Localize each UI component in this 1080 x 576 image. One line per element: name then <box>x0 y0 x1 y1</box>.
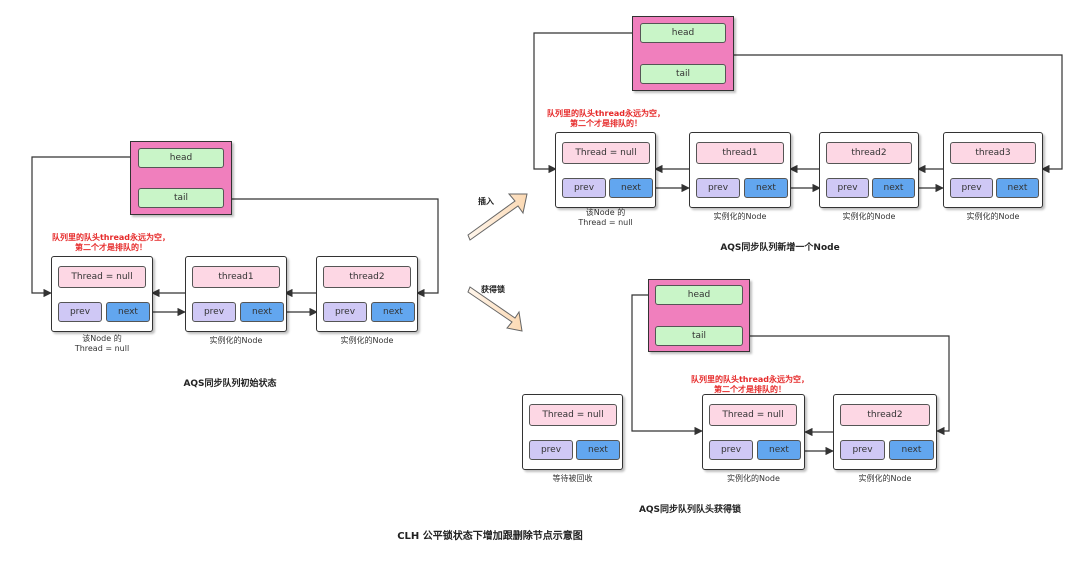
d3-node-2-label: 实例化的Node <box>858 474 912 483</box>
d2-tail-cell: tail <box>640 64 726 84</box>
d2-node-2: thread2 prev next <box>819 132 919 208</box>
d3-node-gc: Thread = null prev next <box>522 394 623 470</box>
d2-note: 队列里的队头thread永远为空， 第二个才是排队的！ <box>546 109 665 128</box>
d1-next-cell: next <box>106 302 150 322</box>
d2-node-3: thread3 prev next <box>943 132 1043 208</box>
d3-note: 队列里的队头thread永远为空， 第二个才是排队的！ <box>690 375 809 394</box>
d3-tail-pointer <box>750 335 950 436</box>
d1-node-1: thread1 prev next <box>185 256 287 332</box>
d2-head-tail-box: head tail <box>632 16 734 91</box>
d2-prev-cell: prev <box>950 178 993 198</box>
d2-next-cell: next <box>609 178 653 198</box>
insert-arrow-icon <box>467 193 528 241</box>
d3-prev-cell: prev <box>709 440 753 460</box>
d1-thread-cell: thread2 <box>323 266 411 288</box>
d1-node-2: thread2 prev next <box>316 256 418 332</box>
d1-thread-cell: thread1 <box>192 266 280 288</box>
d1-head-pointer <box>31 156 130 298</box>
d1-head-cell: head <box>138 148 224 168</box>
d2-prev-cell: prev <box>696 178 740 198</box>
d2-thread-cell: thread3 <box>950 142 1036 164</box>
d1-next-cell: next <box>240 302 284 322</box>
acquire-step-label: 获得锁 <box>481 285 505 294</box>
d2-caption: AQS同步队列新增一个Node <box>720 243 840 253</box>
d3-prev-cell: prev <box>840 440 885 460</box>
d2-thread-cell: Thread = null <box>562 142 650 164</box>
acquire-arrow-icon <box>467 286 523 332</box>
d3-next-cell: next <box>757 440 801 460</box>
d2-thread-cell: thread2 <box>826 142 912 164</box>
d1-tail-pointer <box>232 198 439 298</box>
d1-tail-cell: tail <box>138 188 224 208</box>
d2-head-cell: head <box>640 23 726 43</box>
d2-next-cell: next <box>996 178 1039 198</box>
d2-node-1-label: 实例化的Node <box>713 212 767 221</box>
d2-prev-cell: prev <box>826 178 869 198</box>
d3-head-cell: head <box>655 285 743 305</box>
d1-prev-cell: prev <box>323 302 367 322</box>
d2-node-3-label: 实例化的Node <box>966 212 1020 221</box>
d1-head-tail-box: head tail <box>130 141 232 215</box>
d1-prev-cell: prev <box>58 302 102 322</box>
d3-head-tail-box: head tail <box>648 279 750 352</box>
d2-node-0-label: 该Node 的 Thread = null <box>578 208 633 227</box>
d2-head-pointer <box>533 32 632 174</box>
insert-step-label: 插入 <box>478 197 494 206</box>
d3-head-pointer <box>631 294 703 436</box>
d1-node-0-label: 该Node 的 Thread = null <box>74 334 130 353</box>
d1-next-cell: next <box>371 302 415 322</box>
d2-thread-cell: thread1 <box>696 142 784 164</box>
d2-tail-pointer <box>734 54 1063 174</box>
d3-caption: AQS同步队列队头获得锁 <box>638 505 742 515</box>
d3-node-gc-label: 等待被回收 <box>552 474 593 483</box>
d2-node-2-label: 实例化的Node <box>842 212 896 221</box>
d3-thread-cell: thread2 <box>840 404 930 426</box>
d1-note: 队列里的队头thread永远为空， 第二个才是排队的！ <box>51 233 170 252</box>
d1-node-1-label: 实例化的Node <box>209 336 263 345</box>
d3-thread-cell: Thread = null <box>709 404 797 426</box>
d1-caption: AQS同步队列初始状态 <box>183 379 277 389</box>
d1-node-2-label: 实例化的Node <box>340 336 394 345</box>
d3-node-1: Thread = null prev next <box>702 394 805 470</box>
d1-thread-cell: Thread = null <box>58 266 146 288</box>
d1-node-0: Thread = null prev next <box>51 256 153 332</box>
d2-prev-cell: prev <box>562 178 606 198</box>
d3-node-2: thread2 prev next <box>833 394 937 470</box>
d2-node-0: Thread = null prev next <box>555 132 656 208</box>
d2-node-1: thread1 prev next <box>689 132 791 208</box>
main-caption: CLH 公平锁状态下增加跟删除节点示意图 <box>397 531 583 542</box>
d3-node-1-label: 实例化的Node <box>727 474 780 483</box>
d1-prev-cell: prev <box>192 302 236 322</box>
d2-next-cell: next <box>744 178 788 198</box>
d3-thread-cell: Thread = null <box>529 404 617 426</box>
d3-tail-cell: tail <box>655 326 743 346</box>
d3-next-cell: next <box>889 440 934 460</box>
d3-next-cell: next <box>576 440 620 460</box>
d3-prev-cell: prev <box>529 440 573 460</box>
d2-next-cell: next <box>872 178 915 198</box>
